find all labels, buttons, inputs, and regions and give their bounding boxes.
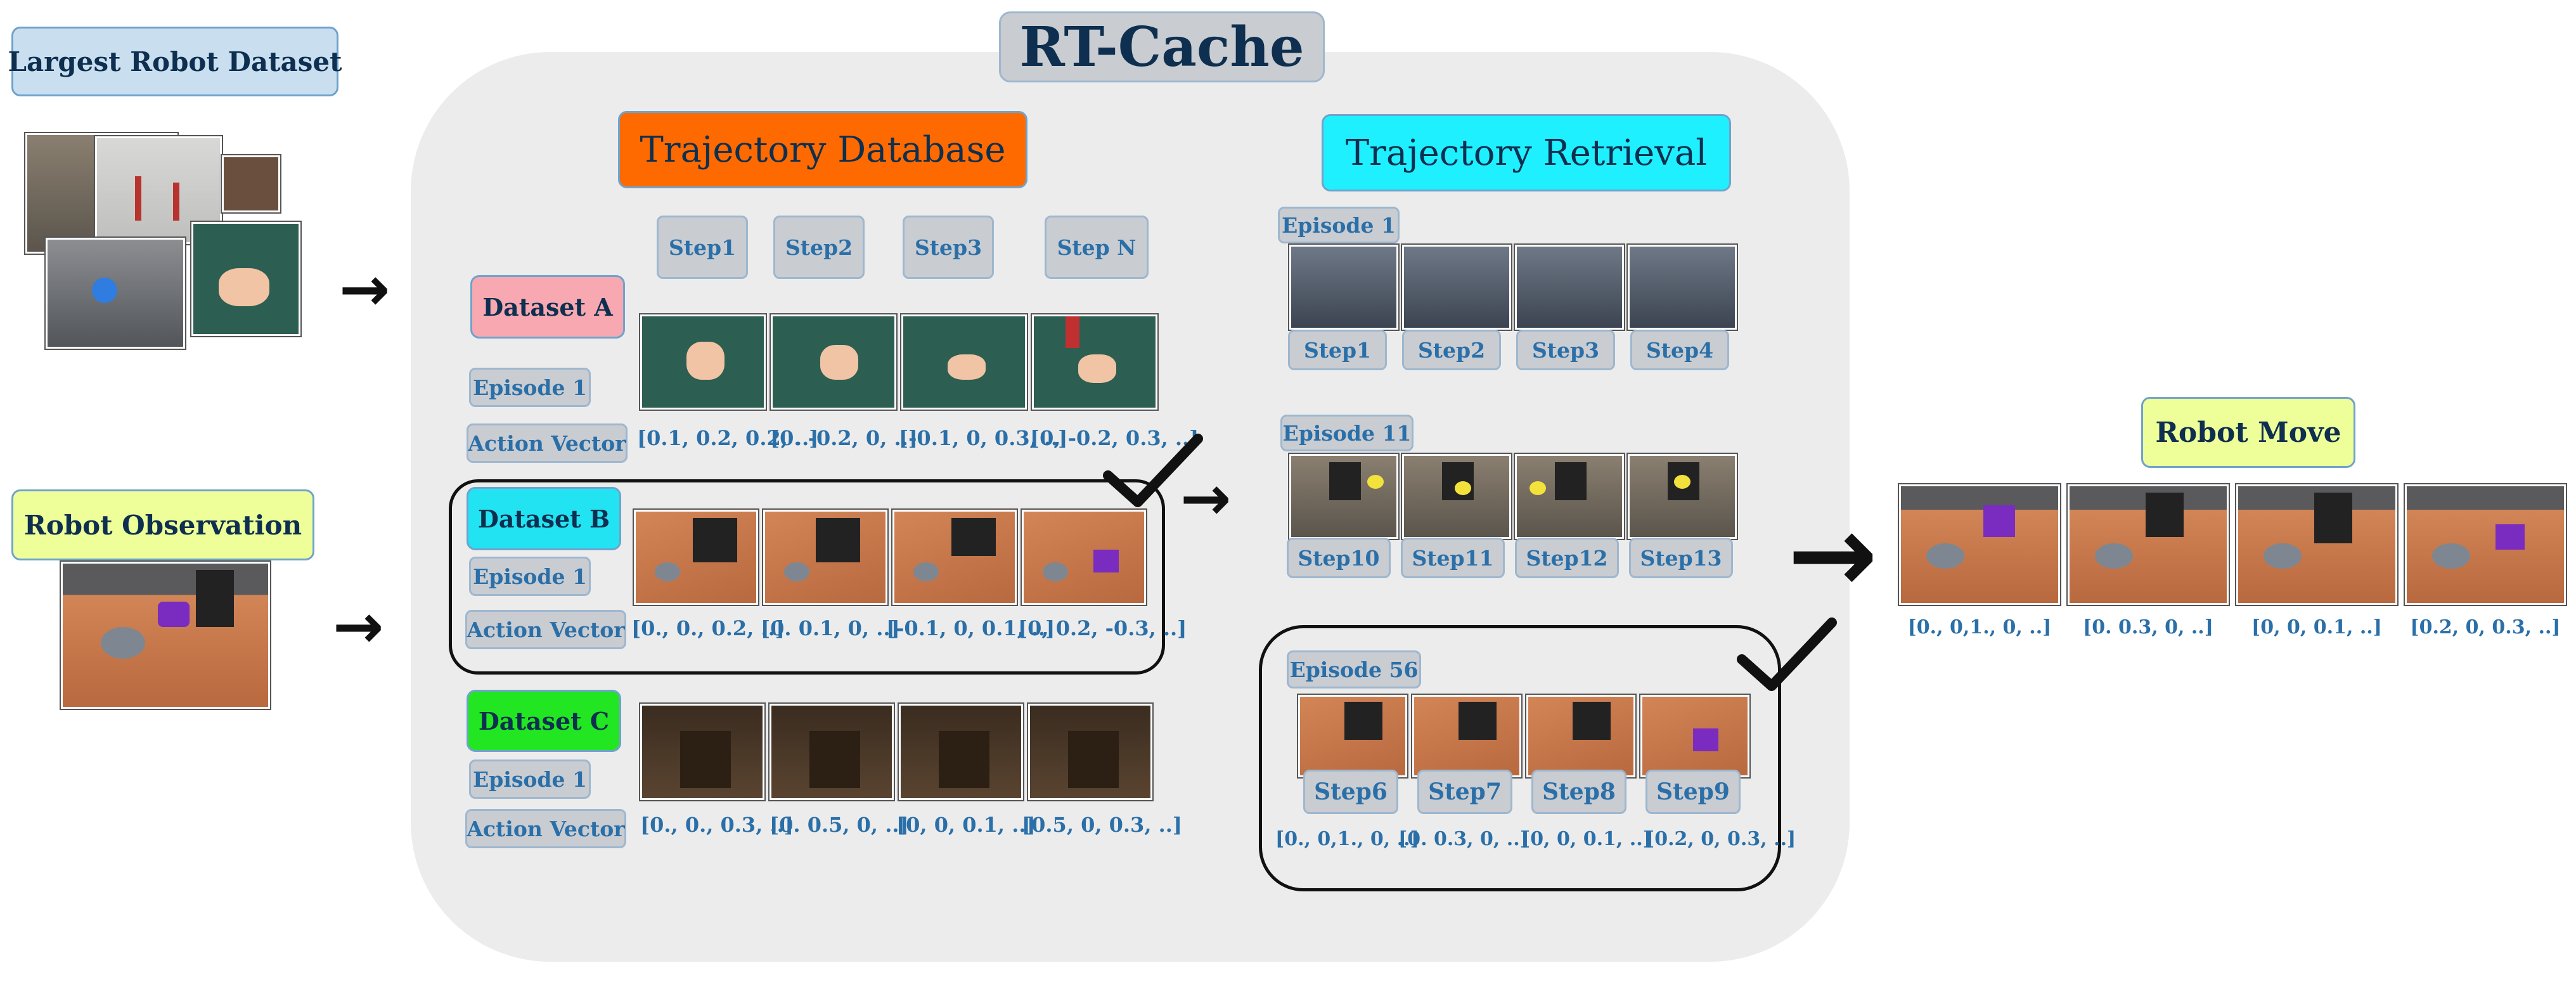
dataset-c-action-label: Action Vector: [465, 809, 626, 848]
dataset-a-frame: [639, 313, 767, 411]
retrieval-step: Step12: [1515, 538, 1619, 578]
page-title: RT-Cache: [999, 11, 1325, 82]
robot-move-frame: [2235, 483, 2399, 606]
dataset-b-frame: [762, 508, 889, 606]
retrieval-episode-56-vector: [0. 0.3, 0, ..]: [1398, 828, 1529, 850]
trajectory-retrieval-header: Trajectory Retrieval: [1322, 114, 1731, 191]
step-header-2: Step2: [773, 216, 865, 279]
dataset-a-vector: [-0.1, 0, 0.3, ..]: [899, 426, 1068, 450]
retrieval-episode-11-label: Episode 11: [1280, 415, 1414, 451]
trajectory-database-header: Trajectory Database: [618, 111, 1027, 188]
dataset-a-frame: [900, 313, 1028, 411]
dataset-c-vector: [0. 0.5, 0, ..]: [770, 813, 909, 837]
dataset-c-frame: [898, 702, 1024, 801]
robot-observation-image: [60, 560, 271, 710]
robot-move-frame: [2066, 483, 2230, 606]
dataset-b-selection-box: [449, 479, 1165, 675]
retrieval-step: Step1: [1288, 330, 1387, 370]
retrieval-episode-1-label: Episode 1: [1278, 207, 1400, 243]
dataset-c-vector: [0.5, 0, 0.3, ..]: [1022, 813, 1183, 837]
step-header-3: Step3: [903, 216, 994, 279]
retrieval-episode-11-frame: [1626, 453, 1738, 540]
arrow-icon: →: [333, 591, 384, 662]
dataset-a-vector: [0.1, 0.2, 0.2, ..]: [637, 426, 819, 450]
dataset-b-frame: [1021, 508, 1147, 606]
dataset-c-episode: Episode 1: [469, 760, 591, 799]
dataset-a-vector: [0. -0.2, 0, ..]: [770, 426, 918, 450]
retrieval-episode-11-frame: [1514, 453, 1625, 540]
dataset-c-frame: [1027, 702, 1154, 801]
largest-dataset-label: Largest Robot Dataset: [8, 27, 342, 96]
retrieval-step: Step9: [1645, 770, 1741, 814]
arrow-icon: →: [339, 254, 390, 325]
retrieval-episode-1-frame: [1401, 243, 1512, 331]
robot-move-vector: [0., 0,1., 0, ..]: [1907, 616, 2052, 638]
retrieval-step: Step2: [1402, 330, 1501, 370]
arrow-icon: →: [1787, 492, 1878, 617]
retrieval-episode-56-frame: [1639, 694, 1751, 779]
checkmark-icon: [1737, 617, 1837, 691]
dataset-b-vector: [0. 0.1, 0, ..]: [761, 616, 900, 640]
dataset-b-frame: [891, 508, 1018, 606]
dataset-b-label: Dataset B: [467, 487, 621, 550]
robot-move-vector: [0. 0.3, 0, ..]: [2083, 616, 2213, 638]
retrieval-step: Step6: [1303, 770, 1398, 814]
dataset-b-vector: [0, 0.2, -0.3, ..]: [1018, 616, 1187, 640]
retrieval-episode-1-frame: [1288, 243, 1400, 331]
dataset-a-episode: Episode 1: [469, 368, 591, 407]
dataset-b-vector: [-0.1, 0, 0.1, ..]: [886, 616, 1055, 640]
robot-move-label: Robot Move: [2141, 397, 2355, 468]
dataset-b-vector: [0., 0., 0.2, ..]: [631, 616, 785, 640]
retrieval-step: Step10: [1287, 538, 1391, 578]
retrieval-step: Step7: [1417, 770, 1512, 814]
dataset-b-action-label: Action Vector: [465, 610, 626, 649]
step-header-1: Step1: [657, 216, 748, 279]
dataset-c-vector: [0., 0., 0.3, ..]: [640, 813, 794, 837]
robot-move-frame: [1898, 483, 2061, 606]
robot-move-frame: [2404, 483, 2567, 606]
retrieval-step: Step3: [1516, 330, 1615, 370]
dataset-c-label: Dataset C: [467, 690, 621, 752]
retrieval-episode-56-vector: [0.2, 0, 0.3, ..]: [1645, 828, 1796, 850]
retrieval-step: Step13: [1629, 538, 1733, 578]
step-header-n: Step N: [1045, 216, 1149, 279]
retrieval-episode-56-label: Episode 56: [1287, 650, 1421, 688]
retrieval-episode-11-frame: [1288, 453, 1400, 540]
retrieval-episode-56-frame: [1411, 694, 1523, 779]
dataset-image-collage: [24, 127, 304, 355]
retrieval-episode-56-frame: [1525, 694, 1637, 779]
arrow-icon: →: [1180, 463, 1232, 534]
dataset-a-frame: [770, 313, 898, 411]
retrieval-episode-1-frame: [1514, 243, 1625, 331]
retrieval-step: Step8: [1531, 770, 1626, 814]
dataset-a-label: Dataset A: [470, 275, 625, 339]
retrieval-episode-56-vector: [0., 0,1., 0, ..]: [1275, 828, 1419, 850]
robot-observation-label: Robot Observation: [11, 489, 314, 560]
retrieval-episode-56-frame: [1297, 694, 1408, 779]
retrieval-step: Step4: [1630, 330, 1729, 370]
checkmark-icon: [1103, 434, 1203, 507]
dataset-b-frame: [633, 508, 759, 606]
dataset-c-frame: [768, 702, 895, 801]
episode-56-selection-box: [1259, 625, 1781, 891]
retrieval-step: Step11: [1401, 538, 1505, 578]
retrieval-episode-11-frame: [1401, 453, 1512, 540]
dataset-b-episode: Episode 1: [469, 557, 591, 596]
robot-move-vector: [0.2, 0, 0.3, ..]: [2410, 616, 2561, 638]
retrieval-episode-1-frame: [1626, 243, 1738, 331]
dataset-a-frame: [1031, 313, 1159, 411]
dataset-c-frame: [639, 702, 766, 801]
dataset-c-vector: [0, 0, 0.1, ..]: [896, 813, 1036, 837]
robot-move-vector: [0, 0, 0.1, ..]: [2251, 616, 2382, 638]
retrieval-episode-56-vector: [0, 0, 0.1, ..]: [1521, 828, 1652, 850]
dataset-a-action-label: Action Vector: [467, 423, 628, 463]
